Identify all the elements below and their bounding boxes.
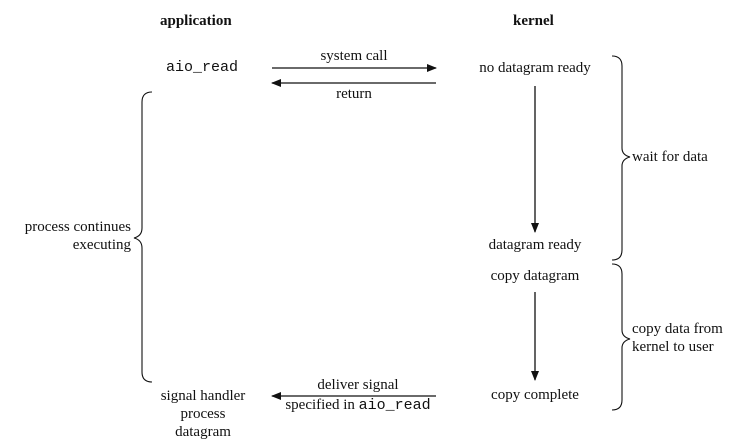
process-brace xyxy=(133,91,153,383)
datagram-ready: datagram ready xyxy=(488,237,582,253)
process-continues-line1: process continues xyxy=(24,219,131,235)
deliver-spec-text: specified in xyxy=(285,397,359,413)
deliver-spec-code: aio_read xyxy=(358,397,431,414)
kernel-header: kernel xyxy=(513,13,554,29)
system-call-label: system call xyxy=(320,48,388,64)
wait-brace xyxy=(611,55,631,261)
deliver-signal-label: deliver signal xyxy=(317,377,399,393)
signal-handler-label: signal handler process datagram xyxy=(138,387,268,441)
application-header: application xyxy=(160,13,232,29)
copy-datagram: copy datagram xyxy=(490,268,580,284)
copy-complete: copy complete xyxy=(491,387,579,403)
process-continues-label: process continues executing xyxy=(0,218,131,254)
copy-data-label: copy data from kernel to user xyxy=(632,320,723,356)
signal-handler-line3: datagram xyxy=(175,424,231,440)
signal-handler-line2: process xyxy=(180,406,226,422)
copy-data-line1: copy data from xyxy=(632,321,723,337)
process-continues-line2: executing xyxy=(72,237,131,253)
wait-for-data-label: wait for data xyxy=(632,149,708,165)
return-label: return xyxy=(336,86,372,102)
signal-handler-line1: signal handler xyxy=(160,388,246,404)
no-datagram-ready: no datagram ready xyxy=(479,60,591,76)
copy-data-line2: kernel to user xyxy=(632,339,714,355)
aio-read-call: aio_read xyxy=(166,59,239,76)
copy-brace xyxy=(611,263,631,411)
deliver-signal-spec: specified in aio_read xyxy=(258,396,458,415)
